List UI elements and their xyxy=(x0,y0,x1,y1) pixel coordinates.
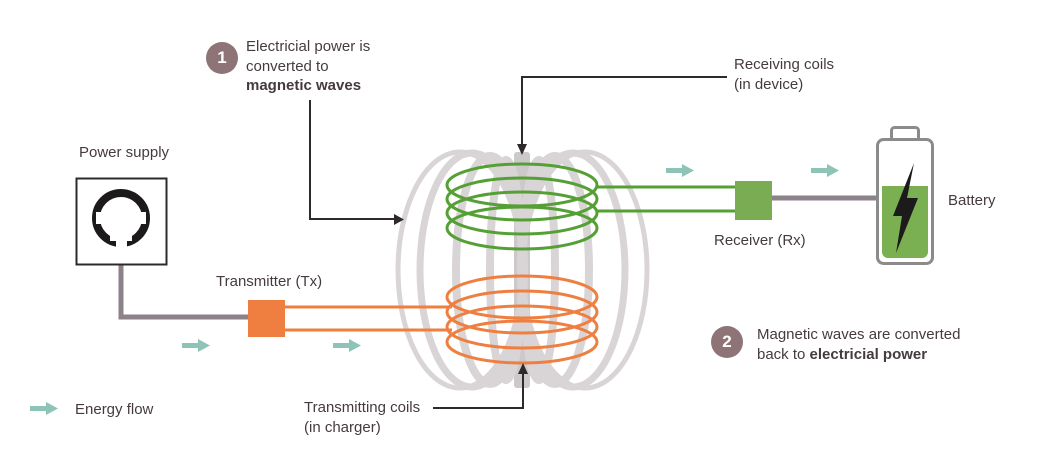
energy-flow-arrow-icon xyxy=(811,164,839,177)
energy-flow-arrow-icon xyxy=(182,339,210,352)
energy-flow-legend-label: Energy flow xyxy=(75,401,154,418)
receiving-coils xyxy=(445,162,599,251)
step-1-bold: magnetic waves xyxy=(246,77,362,94)
receiving-coils-arrowhead xyxy=(517,144,527,155)
energy-flow-arrow-icon xyxy=(333,339,361,352)
plug-icon xyxy=(92,189,150,249)
energy-flow-arrow-icon xyxy=(666,164,694,177)
transmitting-coils-label-line2: (in charger) xyxy=(304,419,381,436)
step-1-text: Electricial power is converted to magnet… xyxy=(246,37,370,96)
field-line xyxy=(519,156,559,384)
transmitter-label: Transmitter (Tx) xyxy=(216,273,323,290)
battery-icon xyxy=(876,126,934,265)
step-1-line1: Electricial power is xyxy=(246,38,371,55)
transmitting-coils-label-line1: Transmitting coils xyxy=(304,399,421,416)
step-2-line1: Magnetic waves are converted xyxy=(757,326,961,343)
transmitter-box xyxy=(248,300,285,337)
transmitting-coils-connector-line xyxy=(433,374,524,409)
receiver-label: Receiver (Rx) xyxy=(714,232,806,249)
power-cable xyxy=(118,243,248,320)
magnetic-field-lines xyxy=(395,149,650,391)
annotation-connectors xyxy=(309,76,727,409)
step-2-bold: electricial power xyxy=(809,345,928,363)
power-supply xyxy=(75,177,168,266)
legend-energy-flow-arrow-icon xyxy=(30,402,58,415)
step-2-badge: 2 xyxy=(711,326,743,358)
receiving-coils-label: Receiving coils (in device) xyxy=(734,55,834,95)
receiving-coils-label-line2: (in device) xyxy=(734,76,804,93)
step-2-line2-prefix: back to xyxy=(757,345,810,363)
transmitting-coils-arrowhead xyxy=(518,363,528,374)
field-line xyxy=(416,149,528,391)
step1-arrowhead xyxy=(394,214,404,225)
transmitting-coils xyxy=(445,274,599,365)
receiving-coils-connector-line xyxy=(521,76,727,144)
receiving-coils-label-line1: Receiving coils xyxy=(734,56,835,73)
lightning-bolt-icon xyxy=(893,163,918,253)
energy-flow-arrows xyxy=(30,164,839,415)
step-2-text: Magnetic waves are converted back to ele… xyxy=(757,325,960,364)
step1-connector-line xyxy=(309,100,394,220)
transmitting-coils-label: Transmitting coils (in charger) xyxy=(304,398,420,438)
receiver-box xyxy=(735,181,772,220)
battery-label: Battery xyxy=(948,192,996,209)
step-1-line2: converted to xyxy=(246,57,329,75)
step-1-badge: 1 xyxy=(206,42,238,74)
power-supply-label: Power supply xyxy=(79,144,170,161)
